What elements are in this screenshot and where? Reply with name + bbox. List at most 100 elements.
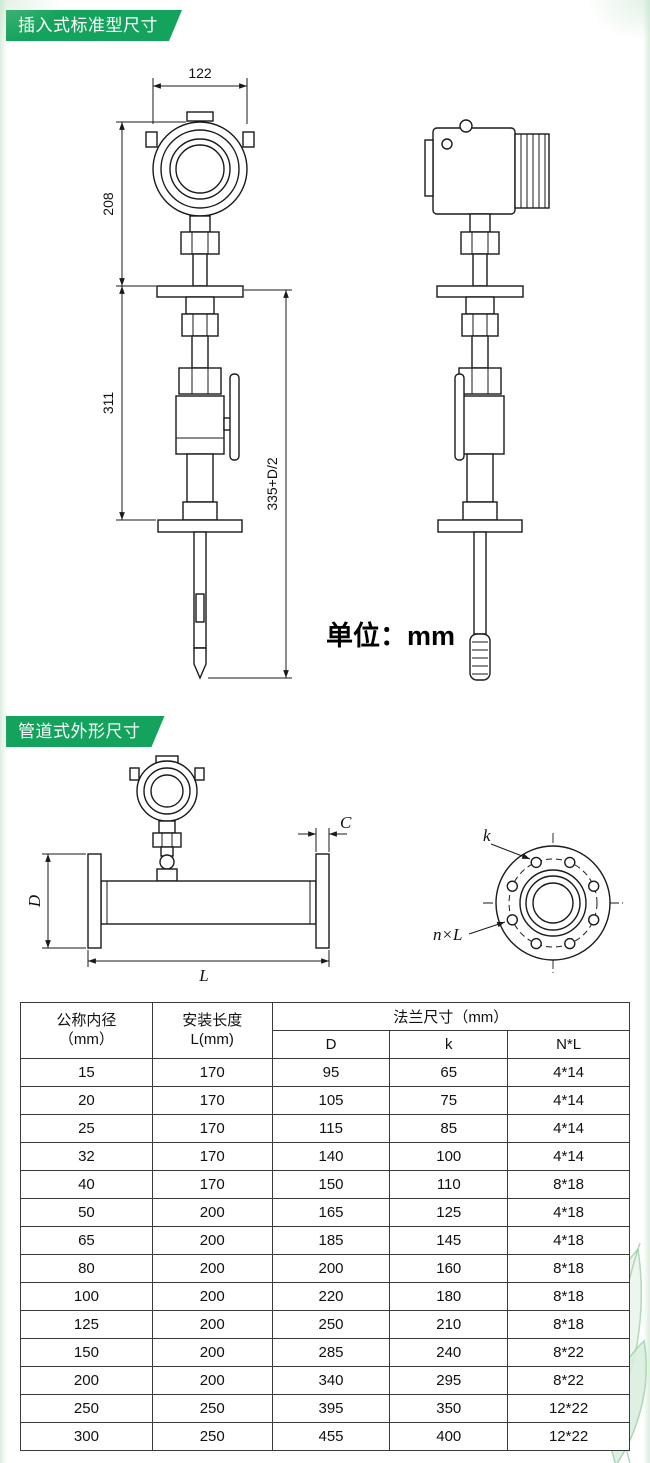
- col-header-k: k: [389, 1030, 509, 1059]
- table-cell: 65: [389, 1058, 509, 1087]
- table-cell: 8*18: [507, 1282, 630, 1311]
- table-cell: 250: [271, 1310, 391, 1339]
- table-cell: 25: [20, 1114, 153, 1143]
- table-cell: 115: [271, 1114, 391, 1143]
- table-cell: 400: [389, 1422, 509, 1451]
- dim-label-L: L: [198, 966, 208, 985]
- table-cell: 250: [151, 1394, 273, 1423]
- section-title-insertion-label: 插入式标准型尺寸: [18, 16, 158, 35]
- table-cell: 50: [20, 1198, 153, 1227]
- table-cell: 200: [151, 1338, 273, 1367]
- table-cell: 8*22: [507, 1338, 630, 1367]
- table-cell: 8*18: [507, 1254, 630, 1283]
- col-header-flange-size: 法兰尺寸（mm）: [271, 1002, 631, 1031]
- valve-handle-side: [454, 373, 465, 461]
- col-header-nominal-diameter: 公称内径 （mm）: [20, 1002, 153, 1059]
- dim-label-insertion-length: 335+D/2: [264, 457, 280, 511]
- table-cell: 140: [271, 1142, 391, 1171]
- dim-label-head-width: 122: [188, 65, 212, 81]
- table-cell: 15: [20, 1058, 153, 1087]
- valve-handle: [229, 373, 240, 461]
- table-cell: 8*18: [507, 1310, 630, 1339]
- table-cell: 150: [20, 1338, 153, 1367]
- table-cell: 170: [151, 1114, 273, 1143]
- dim-label-upper-height: 208: [100, 192, 116, 216]
- table-cell: 100: [389, 1142, 509, 1171]
- dim-label-D: D: [25, 894, 44, 908]
- table-cell: 20: [20, 1086, 153, 1115]
- table-cell: 4*14: [507, 1058, 630, 1087]
- section-title-pipeline: 管道式外形尺寸: [6, 716, 165, 747]
- section-title-insertion: 插入式标准型尺寸: [6, 10, 182, 41]
- table-cell: 200: [151, 1366, 273, 1395]
- table-cell: 100: [20, 1282, 153, 1311]
- table-cell: 200: [151, 1254, 273, 1283]
- table-cell: 80: [20, 1254, 153, 1283]
- table-cell: 110: [389, 1170, 509, 1199]
- table-cell: 350: [389, 1394, 509, 1423]
- table-cell: 170: [151, 1058, 273, 1087]
- table-cell: 85: [389, 1114, 509, 1143]
- insertion-side-view: [424, 119, 550, 681]
- table-cell: 210: [389, 1310, 509, 1339]
- dim-label-C: C: [340, 813, 352, 832]
- table-cell: 160: [389, 1254, 509, 1283]
- table-cell: 150: [271, 1170, 391, 1199]
- table-cell: 200: [151, 1310, 273, 1339]
- table-cell: 4*14: [507, 1142, 630, 1171]
- table-cell: 75: [389, 1086, 509, 1115]
- table-cell: 200: [151, 1282, 273, 1311]
- section-title-pipeline-label: 管道式外形尺寸: [18, 722, 141, 741]
- sensor-paddle: [469, 633, 491, 681]
- pipeline-side-view: [87, 755, 330, 949]
- table-cell: 125: [20, 1310, 153, 1339]
- table-cell: 285: [271, 1338, 391, 1367]
- col-header-NxL: N*L: [507, 1030, 630, 1059]
- table-cell: 200: [151, 1198, 273, 1227]
- table-cell: 4*18: [507, 1198, 630, 1227]
- table-cell: 125: [389, 1198, 509, 1227]
- table-cell: 340: [271, 1366, 391, 1395]
- table-cell: 8*18: [507, 1170, 630, 1199]
- table-cell: 200: [271, 1254, 391, 1283]
- flange-dimension-table: 公称内径 （mm） 安装长度 L(mm) 法兰尺寸（mm） D k N*L 15…: [20, 1002, 631, 1451]
- table-cell: 455: [271, 1422, 391, 1451]
- table-cell: 40: [20, 1170, 153, 1199]
- table-cell: 105: [271, 1086, 391, 1115]
- table-cell: 295: [389, 1366, 509, 1395]
- table-cell: 185: [271, 1226, 391, 1255]
- insertion-dimension-drawing: 122 208 311 335+D/2 单位：mm: [100, 65, 550, 681]
- table-cell: 12*22: [507, 1422, 630, 1451]
- pipeline-dimension-drawing: D L C k: [25, 755, 623, 985]
- table-cell: 65: [20, 1226, 153, 1255]
- flange-end-view: k n×L: [433, 826, 623, 973]
- unit-note: 单位：mm: [326, 620, 455, 651]
- table-cell: 180: [389, 1282, 509, 1311]
- table-cell: 200: [151, 1226, 273, 1255]
- table-cell: 170: [151, 1086, 273, 1115]
- table-cell: 12*22: [507, 1394, 630, 1423]
- table-cell: 170: [151, 1142, 273, 1171]
- table-cell: 165: [271, 1198, 391, 1227]
- dim-label-k: k: [483, 826, 491, 845]
- table-cell: 300: [20, 1422, 153, 1451]
- table-cell: 8*22: [507, 1366, 630, 1395]
- table-cell: 32: [20, 1142, 153, 1171]
- col-header-install-length: 安装长度 L(mm): [151, 1002, 273, 1059]
